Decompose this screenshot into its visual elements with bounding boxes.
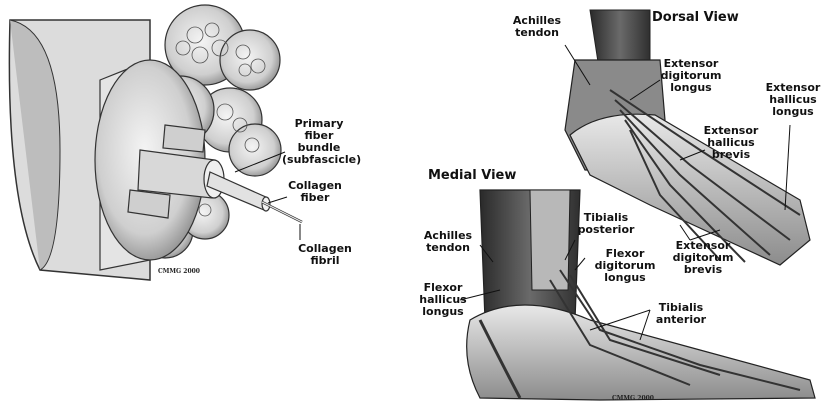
label-extensor-hallicus-brevis: Extensor hallicus brevis (700, 125, 762, 161)
title-dorsal-view: Dorsal View (652, 10, 739, 25)
label-flexor-hallicus-longus: Flexor hallicus longus (413, 282, 473, 318)
label-collagen-fiber: Collagen fiber (282, 180, 348, 204)
label-tibialis-posterior: Tibialis posterior (575, 212, 637, 236)
label-primary-fiber-bundle: Primary fiber bundle (subfascicle) (282, 118, 356, 166)
label-flexor-digitorum-longus: Flexor digitorum longus (592, 248, 658, 284)
credit-medial: CMMG 2000 (612, 395, 654, 402)
label-tibialis-anterior: Tibialis anterior (650, 302, 712, 326)
tendon-fiber-illustration (9, 5, 302, 280)
title-medial-view: Medial View (428, 168, 516, 183)
label-extensor-digitorum-brevis: Extensor digitorum brevis (670, 240, 736, 276)
label-extensor-hallicus-longus: Extensor hallicus longus (762, 82, 824, 118)
label-collagen-fibril: Collagen fibril (292, 243, 358, 267)
medial-foot (467, 305, 815, 400)
credit-fiber: CMMG 2000 (158, 268, 200, 275)
label-extensor-digitorum-longus: Extensor digitorum longus (658, 58, 724, 94)
label-medial-achilles: Achilles tendon (418, 230, 478, 254)
label-dorsal-achilles: Achilles tendon (505, 15, 569, 39)
